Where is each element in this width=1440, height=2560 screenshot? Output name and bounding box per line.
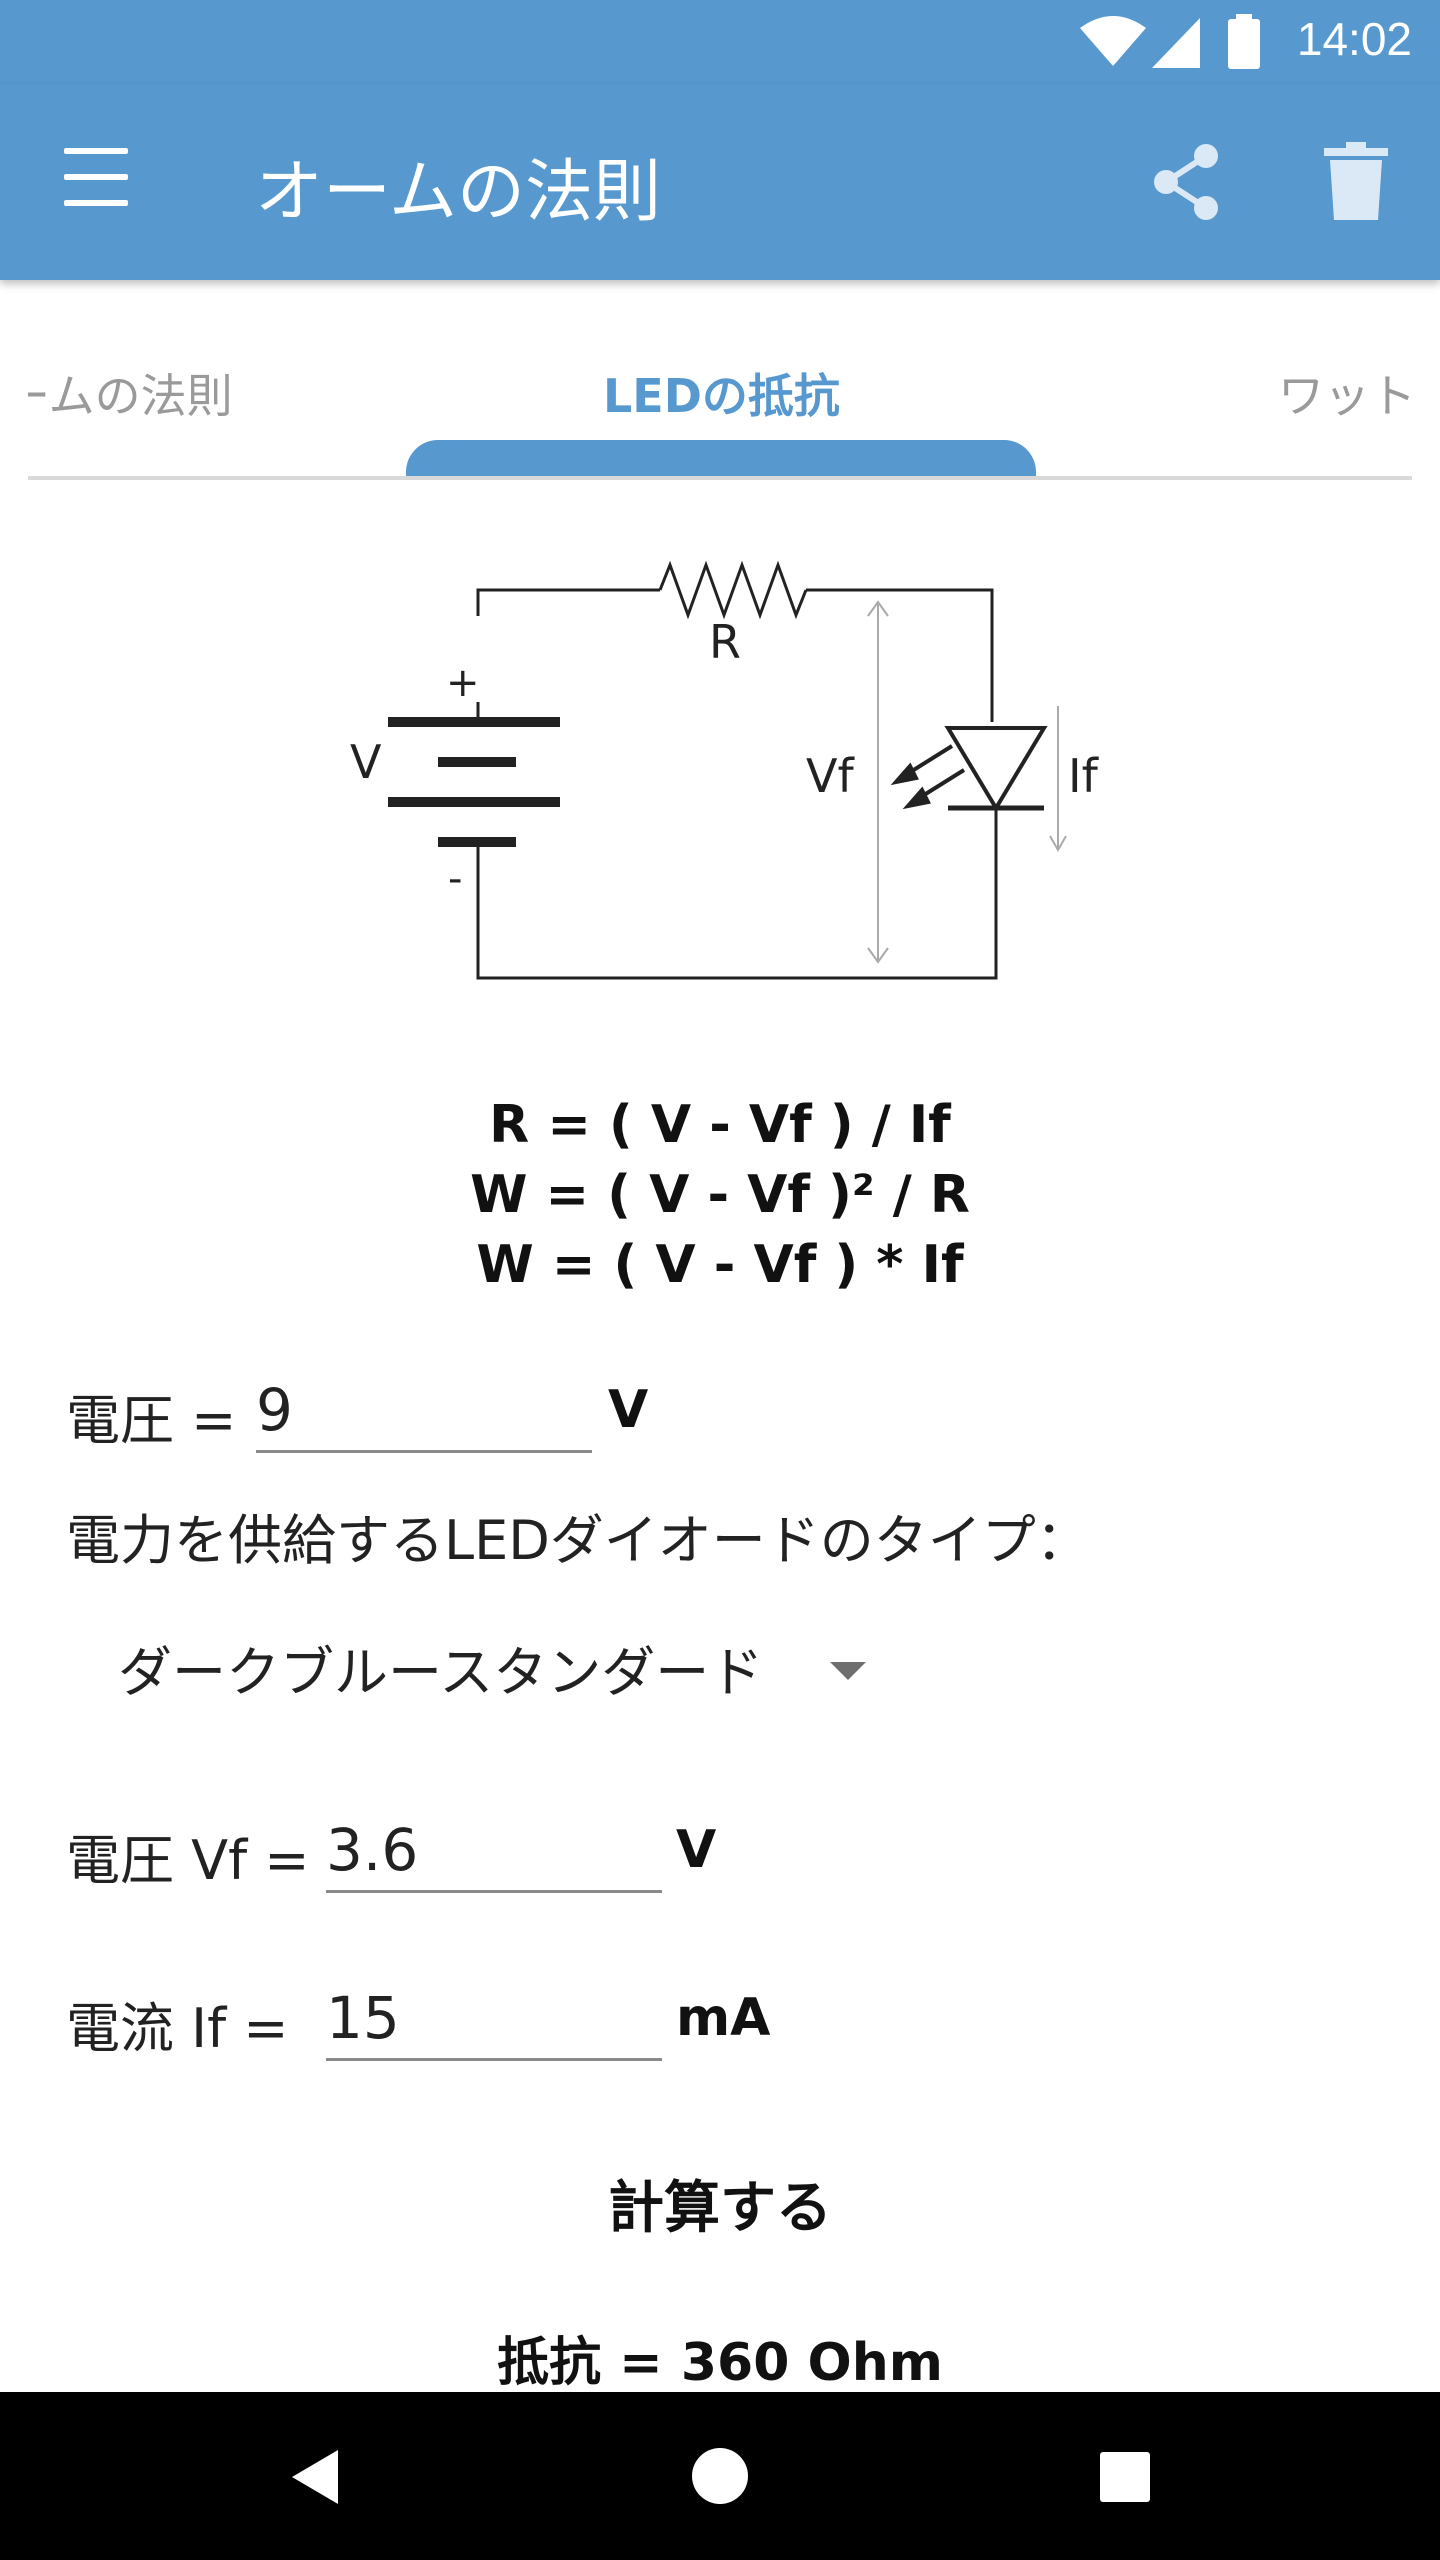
status-bar: 14:02 bbox=[0, 0, 1440, 84]
led-type-dropdown[interactable]: ダークブルースタンダード bbox=[118, 1641, 764, 1704]
share-icon[interactable] bbox=[1148, 142, 1228, 222]
signal-icon bbox=[1152, 18, 1200, 68]
led-type-label: 電力を供給するLEDダイオードのタイプ： bbox=[66, 1509, 1090, 1572]
battery-icon bbox=[1228, 14, 1260, 69]
voltage-label: V bbox=[350, 735, 382, 789]
vf-label: Vf bbox=[806, 749, 855, 803]
status-time: 14:02 bbox=[1296, 13, 1412, 65]
formulas: R = ( V - Vf ) / If W = ( V - Vf )² / R … bbox=[0, 1090, 1440, 1300]
vf-unit: V bbox=[676, 1820, 717, 1880]
recents-icon[interactable] bbox=[1098, 2450, 1152, 2504]
formula-power-2: W = ( V - Vf ) * If bbox=[476, 1235, 964, 1295]
minus-label: - bbox=[448, 856, 462, 902]
voltage-label-text: 電圧 = bbox=[66, 1389, 237, 1452]
menu-button[interactable] bbox=[60, 148, 132, 212]
vf-input[interactable]: 3.6 bbox=[326, 1810, 662, 1893]
tab-divider bbox=[28, 476, 1412, 480]
result-text: 抵抗 = 360 Ohm bbox=[497, 2333, 943, 2393]
menu-icon-bar bbox=[64, 174, 128, 180]
menu-icon-bar bbox=[64, 148, 128, 154]
tab-ohms-law[interactable]: オームの法則 bbox=[28, 369, 233, 423]
plus-label: + bbox=[446, 660, 480, 706]
app-bar: オームの法則 bbox=[0, 84, 1440, 280]
dropdown-arrow-icon[interactable] bbox=[830, 1662, 866, 1680]
if-label-text: 電流 If = bbox=[66, 1997, 289, 2060]
menu-icon-bar bbox=[64, 200, 128, 206]
wifi-icon bbox=[1080, 16, 1146, 66]
resistor-label: R bbox=[709, 615, 741, 669]
calculate-button[interactable]: 計算する bbox=[608, 2176, 832, 2241]
voltage-input[interactable]: 9 bbox=[256, 1370, 592, 1453]
navigation-bar bbox=[0, 2392, 1440, 2560]
tab-led-resistor[interactable]: LEDの抵抗 bbox=[603, 369, 840, 423]
if-input[interactable]: 15 bbox=[326, 1978, 662, 2061]
app-title: オームの法則 bbox=[255, 153, 661, 232]
tab-indicator bbox=[406, 440, 1036, 480]
formula-resistance: R = ( V - Vf ) / If bbox=[489, 1095, 951, 1155]
tab-bar: オームの法則 LEDの抵抗 ワット bbox=[28, 330, 1412, 480]
tab-watt[interactable]: ワット bbox=[1278, 369, 1412, 423]
voltage-unit: V bbox=[608, 1380, 649, 1440]
trash-icon[interactable] bbox=[1320, 142, 1392, 222]
vf-label-text: 電圧 Vf = bbox=[66, 1829, 310, 1892]
back-icon[interactable] bbox=[288, 2448, 342, 2506]
led-circuit-diagram: R V + - Vf If bbox=[350, 560, 1100, 980]
if-label: If bbox=[1068, 749, 1100, 803]
home-icon[interactable] bbox=[690, 2446, 750, 2506]
if-unit: mA bbox=[676, 1988, 771, 2048]
formula-power-1: W = ( V - Vf )² / R bbox=[470, 1165, 970, 1225]
